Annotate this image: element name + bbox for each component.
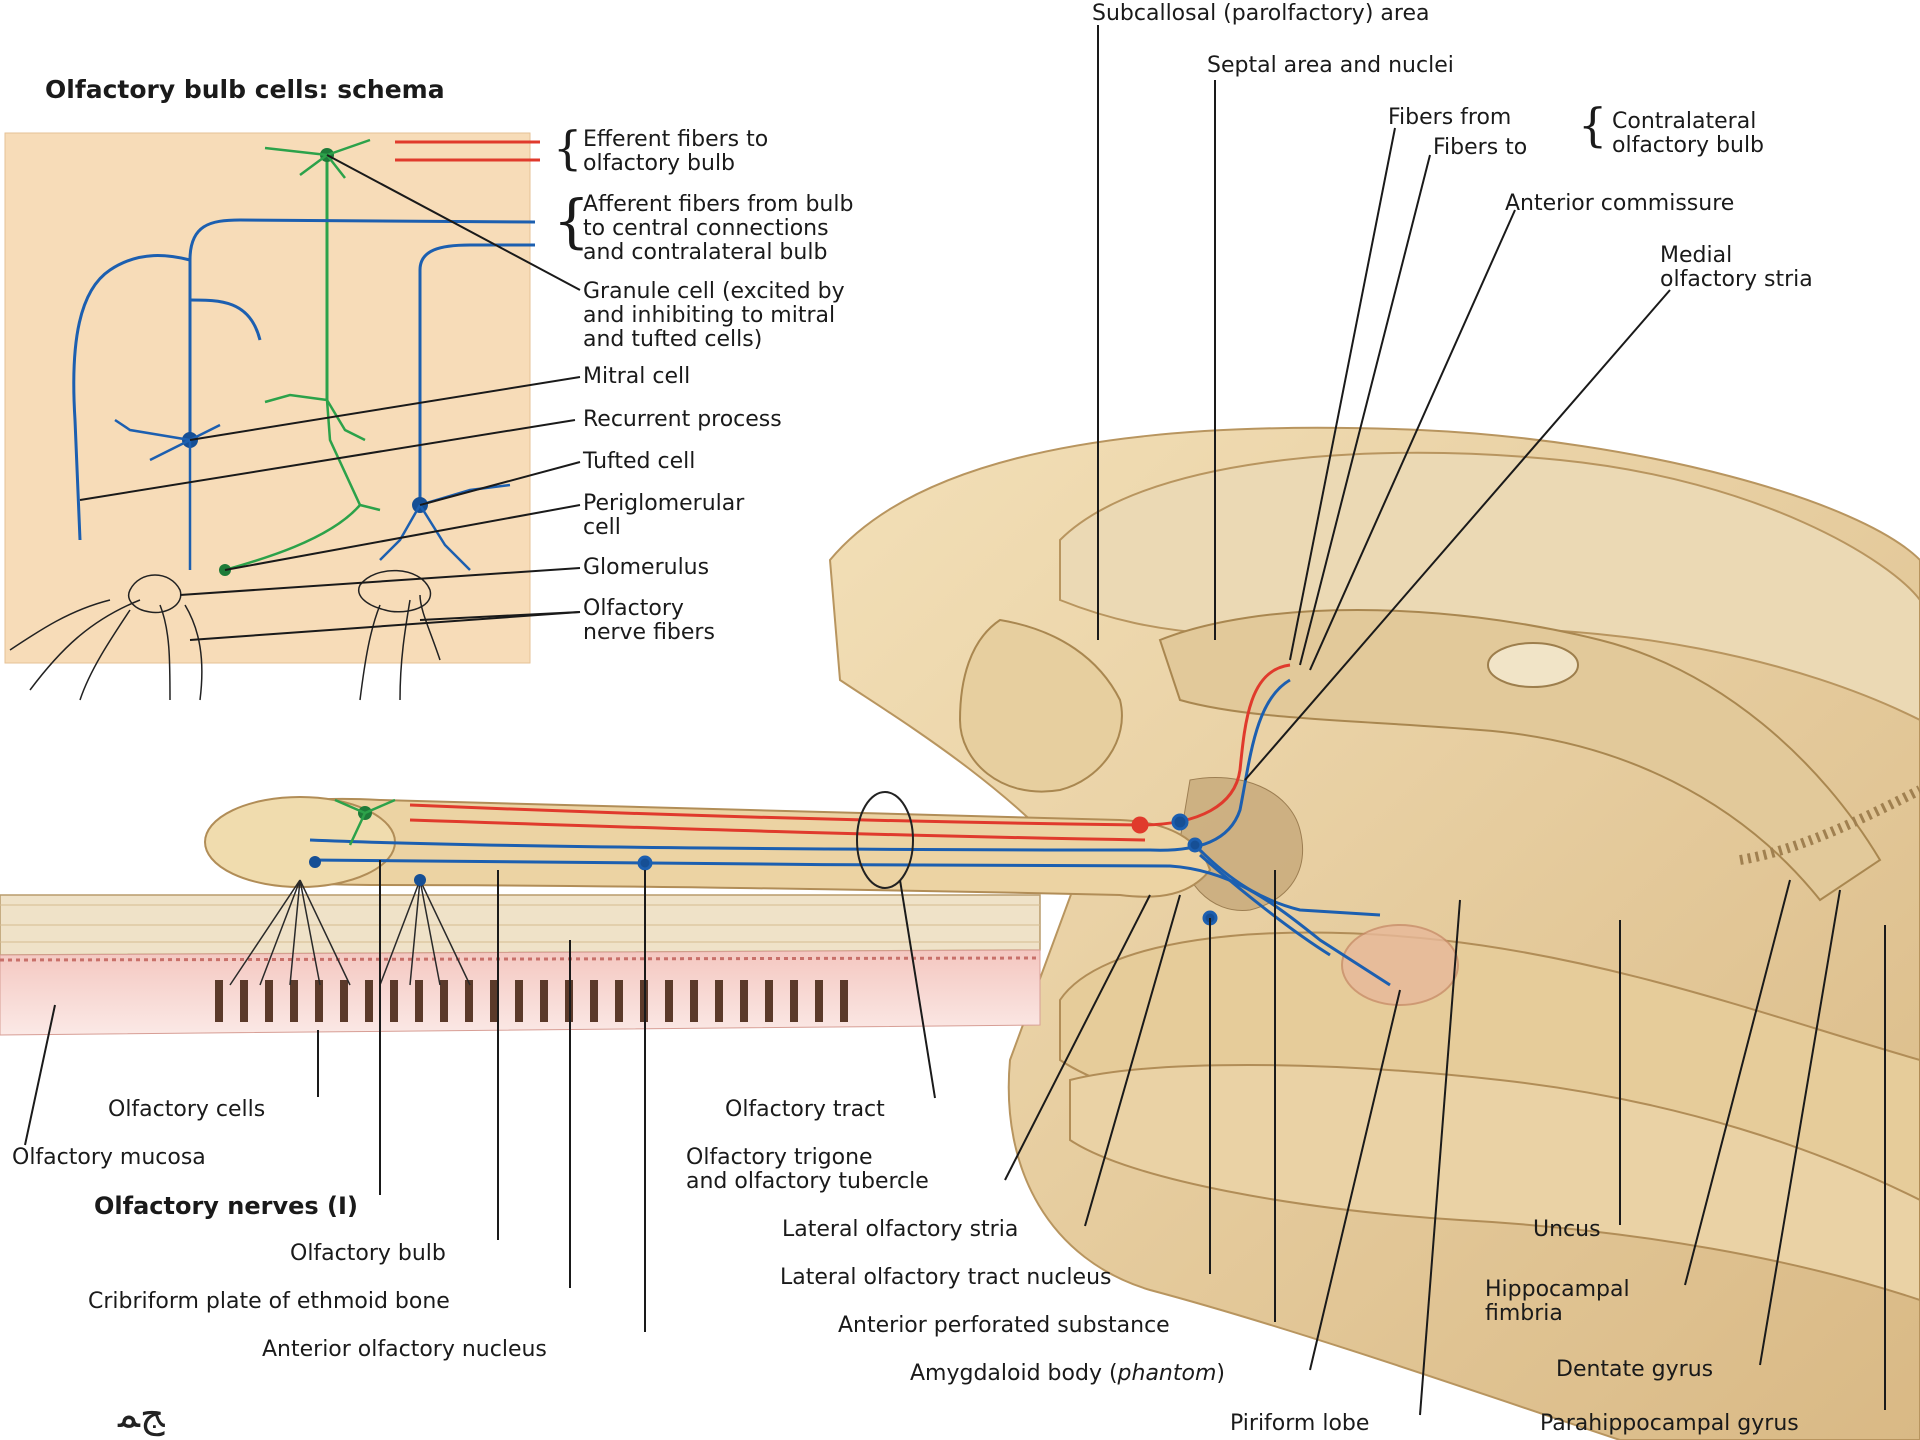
label-tufted-cell: Tufted cell (583, 450, 695, 474)
label-parahippocampal-gyrus: Parahippocampal gyrus (1540, 1412, 1799, 1436)
label-granule-cell: Granule cell (excited by and inhibiting … (583, 280, 845, 352)
label-afferent-fibers: Afferent fibers from bulb to central con… (583, 193, 853, 265)
schema-panel (5, 133, 540, 700)
label-fibers-from: Fibers from (1388, 106, 1511, 130)
contralateral-brace: { (1578, 102, 1607, 148)
label-olfactory-bulb: Olfactory bulb (290, 1242, 446, 1266)
label-uncus: Uncus (1533, 1218, 1601, 1242)
label-medial-stria: Medial olfactory stria (1660, 244, 1813, 292)
label-glomerulus: Glomerulus (583, 556, 709, 580)
label-fibers-to: Fibers to (1433, 136, 1527, 160)
label-cribriform-plate: Cribriform plate of ethmoid bone (88, 1290, 450, 1314)
label-olfactory-nerve-fibers: Olfactory nerve fibers (583, 597, 715, 645)
label-olfactory-mucosa: Olfactory mucosa (12, 1146, 206, 1170)
label-subcallosal-area: Subcallosal (parolfactory) area (1092, 2, 1429, 26)
efferent-brace: { (553, 125, 582, 171)
label-recurrent-process: Recurrent process (583, 408, 782, 432)
label-piriform-lobe: Piriform lobe (1230, 1412, 1369, 1436)
cribriform-plate (0, 895, 1040, 955)
label-efferent-fibers: Efferent fibers to olfactory bulb (583, 128, 768, 176)
label-olfactory-cells: Olfactory cells (108, 1098, 265, 1122)
label-amygdaloid-body: Amygdaloid body (phantom) (910, 1362, 1225, 1386)
label-olfactory-trigone: Olfactory trigone and olfactory tubercle (686, 1146, 929, 1194)
label-olfactory-tract: Olfactory tract (725, 1098, 885, 1122)
label-anterior-commissure: Anterior commissure (1505, 192, 1734, 216)
label-hippocampal-fimbria: Hippocampal fimbria (1485, 1278, 1630, 1326)
label-periglomerular-cell: Periglomerular cell (583, 492, 744, 540)
label-anterior-perforated-substance: Anterior perforated substance (838, 1314, 1170, 1338)
label-contralateral-bulb: Contralateral olfactory bulb (1612, 110, 1764, 158)
label-septal-area: Septal area and nuclei (1207, 54, 1454, 78)
label-lateral-olfactory-stria: Lateral olfactory stria (782, 1218, 1018, 1242)
signature-mark: ﺞﻤ (118, 1392, 165, 1436)
label-anterior-olfactory-nucleus: Anterior olfactory nucleus (262, 1338, 547, 1362)
label-lateral-tract-nucleus: Lateral olfactory tract nucleus (780, 1266, 1111, 1290)
label-dentate-gyrus: Dentate gyrus (1556, 1358, 1713, 1382)
schema-title: Olfactory bulb cells: schema (45, 78, 445, 102)
label-olfactory-nerves: Olfactory nerves (I) (94, 1194, 358, 1218)
label-mitral-cell: Mitral cell (583, 365, 690, 389)
